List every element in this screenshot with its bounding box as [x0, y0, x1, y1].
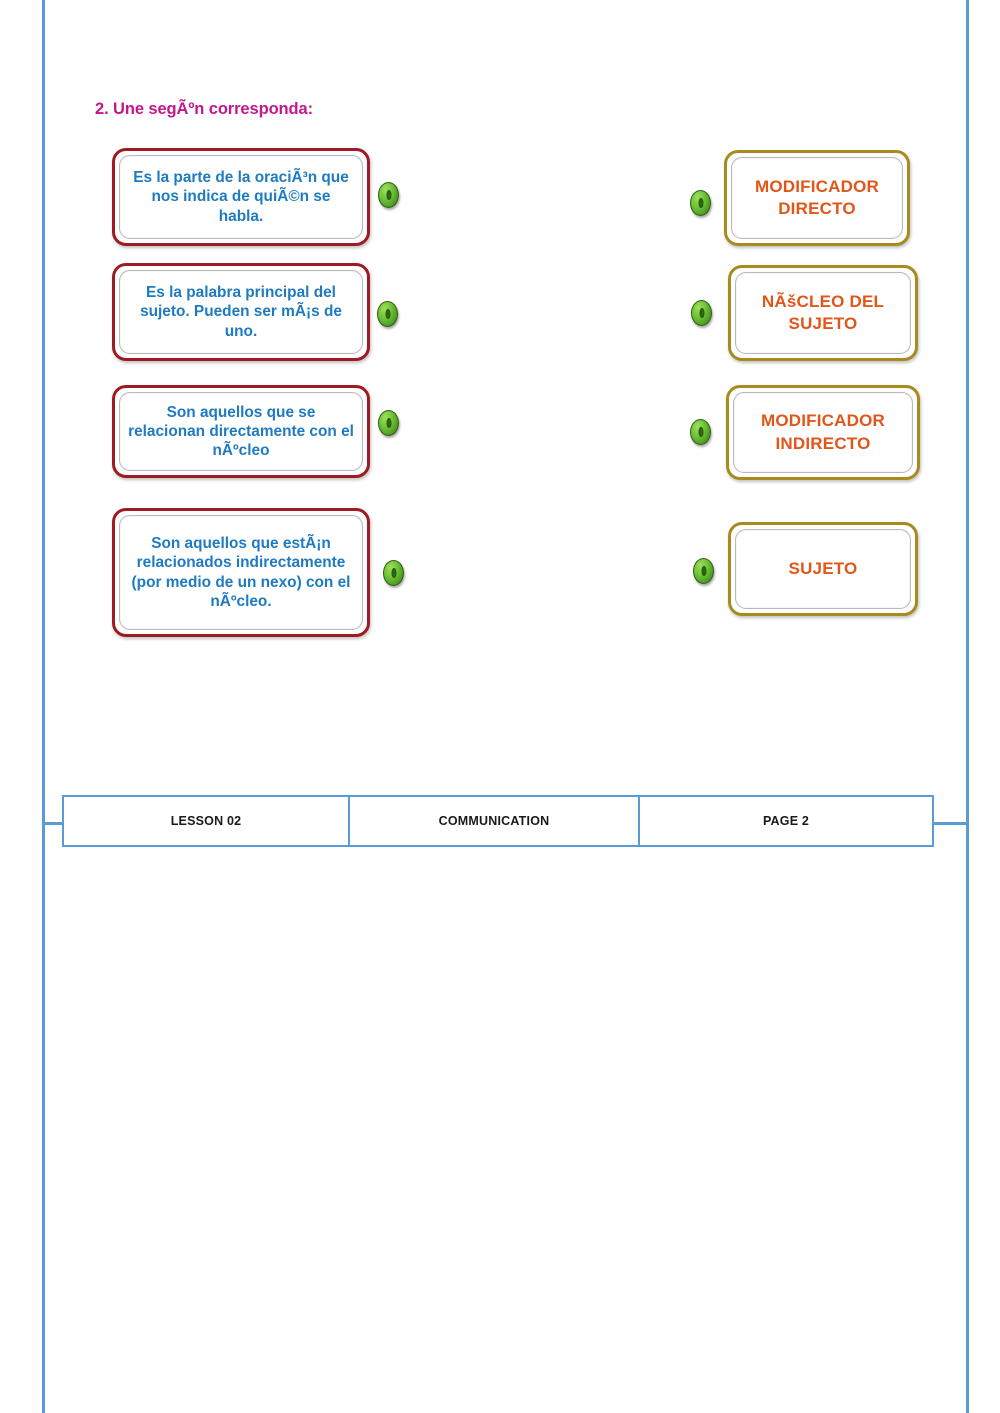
definition-card-label: Es la palabra principal del sujeto. Pued…	[140, 284, 342, 340]
footer-cell-lesson: LESSON 02	[64, 797, 350, 845]
definition-card-modificador-indirecto[interactable]: Son aquellos que estÃ¡n relacionados ind…	[112, 508, 370, 637]
footer-connector-line-left	[42, 822, 68, 825]
term-card-modificador-directo[interactable]: MODIFICADOR DIRECTO	[724, 150, 910, 246]
card-inner: MODIFICADOR DIRECTO	[731, 157, 903, 239]
term-card-label: MODIFICADOR DIRECTO	[754, 176, 880, 218]
definition-card-modificador-directo[interactable]: Son aquellos que se relacionan directame…	[112, 385, 370, 478]
footer-cell-subject: COMMUNICATION	[350, 797, 640, 845]
definition-card-label: Es la parte de la oraciÃ³n que nos indic…	[133, 169, 349, 225]
definition-card-label: Son aquellos que se relacionan directame…	[128, 403, 354, 460]
green-dot-icon-left-1[interactable]	[378, 182, 399, 208]
card-inner: Es la parte de la oraciÃ³n que nos indic…	[119, 155, 363, 239]
matching-exercise-area: Es la parte de la oraciÃ³n que nos indic…	[0, 0, 1000, 700]
green-dot-icon-right-1[interactable]	[690, 190, 711, 216]
card-inner: NÃšCLEO DEL SUJETO	[735, 272, 911, 354]
footer-connector-line-right	[931, 822, 969, 825]
page-border-line-left	[42, 0, 45, 1413]
definition-card-nucleo[interactable]: Es la palabra principal del sujeto. Pued…	[112, 263, 370, 361]
card-inner: Es la palabra principal del sujeto. Pued…	[119, 270, 363, 354]
term-card-nucleo-del-sujeto[interactable]: NÃšCLEO DEL SUJETO	[728, 265, 918, 361]
definition-card-sujeto[interactable]: Es la parte de la oraciÃ³n que nos indic…	[112, 148, 370, 246]
term-card-label: MODIFICADOR INDIRECTO	[760, 411, 886, 453]
definition-card-label: Son aquellos que estÃ¡n relacionados ind…	[131, 535, 351, 610]
page-border-line-right	[966, 0, 969, 1413]
green-dot-icon-left-4[interactable]	[383, 560, 404, 586]
exercise-heading: 2. Une segÃºn corresponda:	[95, 100, 313, 118]
footer-table: LESSON 02 COMMUNICATION PAGE 2	[62, 795, 934, 847]
term-card-modificador-indirecto[interactable]: MODIFICADOR INDIRECTO	[726, 385, 920, 480]
card-inner: MODIFICADOR INDIRECTO	[733, 392, 913, 473]
green-dot-icon-left-2[interactable]	[377, 301, 398, 327]
green-dot-icon-right-2[interactable]	[691, 300, 712, 326]
term-card-label: SUJETO	[788, 558, 858, 578]
term-card-sujeto[interactable]: SUJETO	[728, 522, 918, 616]
footer-cell-page-number: PAGE 2	[762, 814, 810, 828]
card-inner: Son aquellos que estÃ¡n relacionados ind…	[119, 515, 363, 630]
card-inner: SUJETO	[735, 529, 911, 609]
green-dot-icon-left-3[interactable]	[378, 410, 399, 436]
green-dot-icon-right-4[interactable]	[693, 558, 714, 584]
term-card-label: NÃšCLEO DEL SUJETO	[761, 291, 885, 333]
card-inner: Son aquellos que se relacionan directame…	[119, 392, 363, 471]
green-dot-icon-right-3[interactable]	[690, 419, 711, 445]
